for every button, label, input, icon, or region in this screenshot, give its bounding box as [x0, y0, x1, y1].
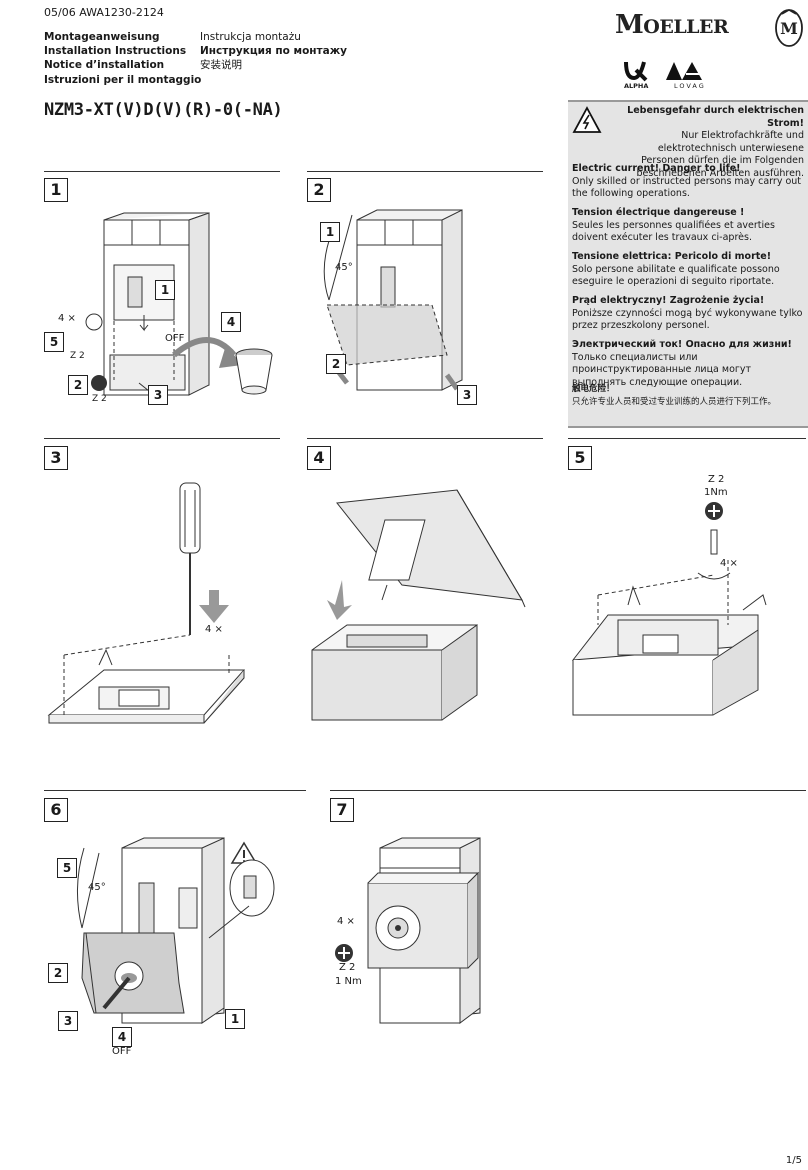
step-3-illustration — [47, 482, 246, 724]
callout-1: 1 — [155, 280, 175, 300]
callout-5: 5 — [44, 332, 64, 352]
section-rule — [330, 790, 806, 791]
step-number-2: 2 — [307, 178, 331, 202]
trash-bin-icon — [235, 348, 273, 395]
step-6-illustration — [77, 837, 275, 1024]
alpha-label: ALPHA — [624, 82, 649, 90]
callout-2: 2 — [48, 963, 68, 983]
language-title: Installation Instructions — [44, 45, 187, 58]
warning-it: Tensione elettrica: Pericolo di morte! S… — [572, 251, 780, 287]
language-title: 安装说明 — [200, 59, 242, 72]
step-2-illustration — [323, 209, 463, 391]
tool-label: Z 2 — [70, 351, 85, 361]
step-number-3: 3 — [44, 446, 68, 470]
step-number-7: 7 — [330, 798, 354, 822]
electric-hazard-icon — [572, 106, 602, 133]
callout-3: 3 — [148, 385, 168, 405]
callout-4: 4 — [221, 312, 241, 332]
certification-logos: ALPHA LOVAG — [622, 58, 732, 92]
quantity-label: 4 × — [720, 558, 738, 569]
quantity-label: 4 × — [58, 313, 76, 324]
lovag-logo-icon — [666, 62, 708, 80]
callout-3: 3 — [58, 1011, 78, 1031]
moeller-emblem-icon: M — [775, 9, 803, 47]
section-rule — [44, 171, 280, 172]
page-title: NZM3-XT(V)D(V)(R)-0(-NA) — [44, 100, 283, 120]
quantity-label: 4 × — [337, 916, 355, 927]
tool-label: Z 2 — [339, 962, 356, 973]
warning-en: Electric current! Danger to life! Only s… — [572, 163, 802, 199]
warning-de: Lebensgefahr durch elektrischen Strom! N… — [627, 105, 804, 179]
language-title: Notice d’installation — [44, 59, 165, 72]
torque-label: 1 Nm — [335, 976, 362, 987]
warning-fr: Tension électrique dangereuse ! Seules l… — [572, 207, 775, 243]
warning-box: Lebensgefahr durch elektrischen Strom! N… — [568, 100, 808, 428]
brand-rest: OELLER — [643, 16, 729, 38]
moeller-logo: MOELLER M — [615, 6, 805, 47]
language-title: Инструкция по монтажу — [200, 45, 348, 58]
callout-2: 2 — [68, 375, 88, 395]
step-number-6: 6 — [44, 798, 68, 822]
step-5-illustration — [571, 502, 767, 716]
torque-label: 1Nm — [704, 487, 728, 498]
callout-1: 1 — [225, 1009, 245, 1029]
language-title: Istruzioni per il montaggio — [44, 73, 202, 86]
step-number-1: 1 — [44, 178, 68, 202]
lovag-label: LOVAG — [674, 82, 706, 90]
warning-zh: 触电危险！ 只允许专业人员和受过专业训练的人员进行下列工作。 — [572, 384, 777, 407]
off-label: OFF — [165, 333, 185, 344]
language-list-left: Montageanweisung Installation Instructio… — [44, 30, 201, 87]
page-number: 1/5 — [785, 1155, 802, 1166]
callout-2: 2 — [326, 354, 346, 374]
language-title: Instrukcja montażu — [200, 31, 301, 43]
section-rule — [307, 438, 543, 439]
warning-ru: Электрический ток! Опасно для жизни! Тол… — [572, 339, 792, 388]
angle-label: 45° — [88, 882, 106, 893]
quantity-label: 4 × — [205, 624, 223, 635]
step-4-illustration — [311, 489, 526, 721]
step-7-illustration — [335, 837, 481, 1024]
language-list-right: Instrukcja montażu Инструкция по монтажу… — [200, 30, 347, 73]
step-number-4: 4 — [307, 446, 331, 470]
tool-label: Z 2 — [708, 474, 725, 485]
off-label: OFF — [112, 1046, 132, 1057]
warning-pl: Prąd elektryczny! Zagrożenie życia! Poni… — [572, 295, 803, 331]
document-number: 05/06 AWA1230-2124 — [44, 6, 164, 19]
svg-text:M: M — [780, 19, 798, 38]
section-rule — [44, 790, 306, 791]
step-1-illustration — [85, 212, 273, 396]
section-rule — [44, 438, 280, 439]
tool-label: Z 2 — [92, 394, 107, 404]
alpha-logo-icon — [624, 61, 648, 82]
section-rule — [568, 438, 806, 439]
screwdriver-icon — [179, 482, 201, 635]
angle-label: 45° — [335, 262, 353, 273]
callout-3: 3 — [457, 385, 477, 405]
brand-initial: M — [615, 10, 644, 40]
callout-5: 5 — [57, 858, 77, 878]
callout-4: 4 — [112, 1027, 132, 1047]
step-number-5: 5 — [568, 446, 592, 470]
section-rule — [307, 171, 543, 172]
language-title: Montageanweisung — [44, 31, 160, 43]
callout-1: 1 — [320, 222, 340, 242]
